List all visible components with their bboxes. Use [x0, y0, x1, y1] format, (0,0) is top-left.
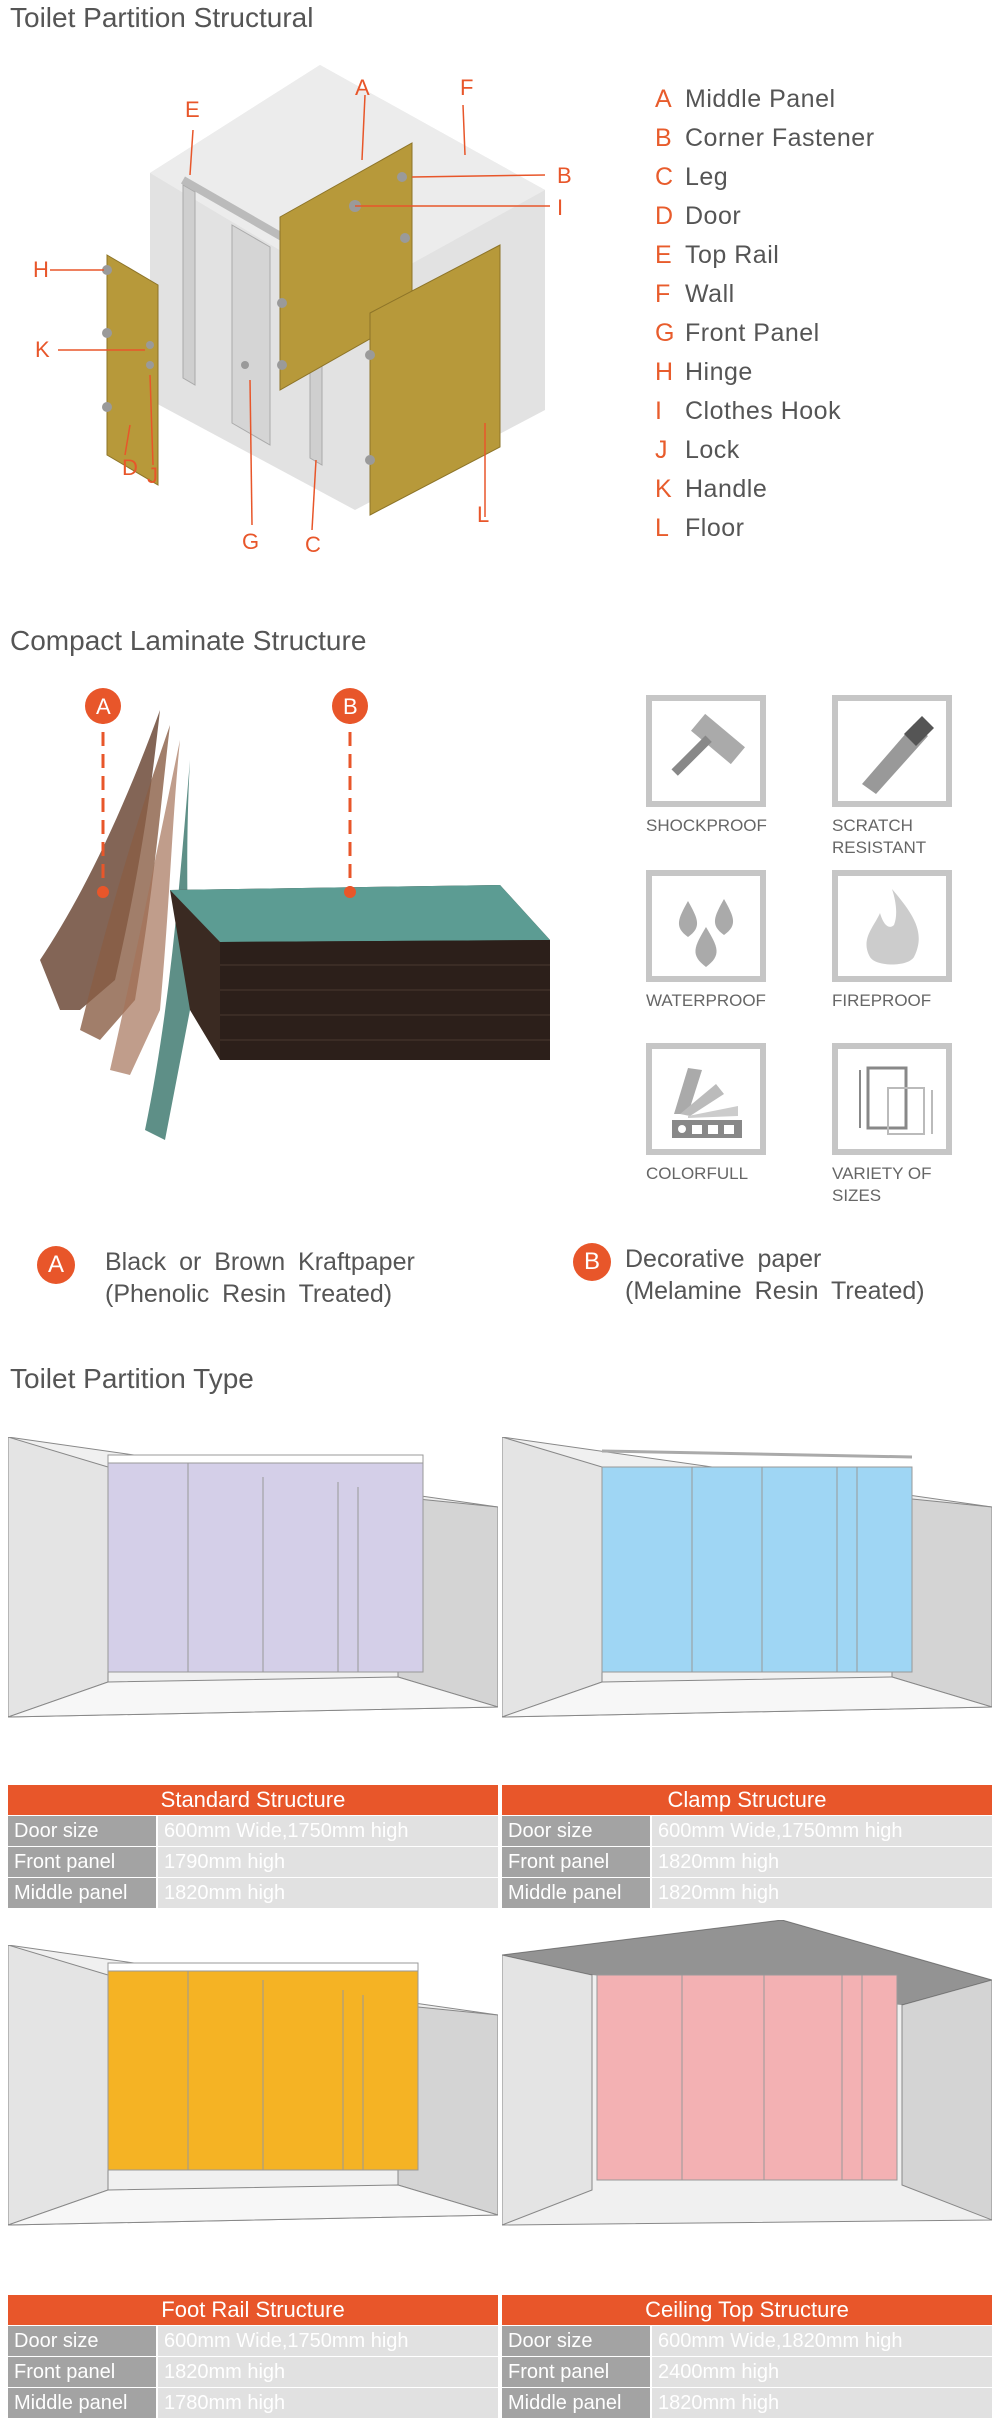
partition-structural-diagram: A B C D E F G H I J K L: [33, 65, 572, 557]
feature-shockproof: SHOCKPROOF: [646, 695, 816, 837]
feature-grid: SHOCKPROOF SCRATCH RESISTANT WATERPROOF …: [640, 695, 980, 1215]
callout-E: E: [185, 97, 200, 122]
legend-a: A Black or Brown Kraftpaper (Phenolic Re…: [37, 1246, 415, 1310]
legend-b-line1: Decorative paper: [625, 1245, 822, 1273]
flame-icon: [866, 889, 919, 965]
feature-colorfull: COLORFULL: [646, 1043, 816, 1185]
size-frame-icon: [859, 1066, 933, 1135]
legend-b: B Decorative paper (Melamine Resin Treat…: [573, 1243, 925, 1307]
callout-B: B: [557, 163, 572, 188]
feature-waterproof: WATERPROOF: [646, 870, 816, 1012]
callout-H: H: [33, 257, 49, 282]
section-title-type: Toilet Partition Type: [10, 1363, 254, 1394]
legend-a-line1: Black or Brown Kraftpaper: [105, 1248, 415, 1276]
blade-icon: [862, 716, 934, 794]
table-title: Foot Rail Structure: [8, 2295, 498, 2325]
callout-I: I: [557, 195, 563, 220]
laminate-structure-diagram: A B: [40, 688, 550, 1140]
callout-D: D: [122, 455, 138, 480]
callout-K: K: [35, 337, 50, 362]
door-panel: [106, 254, 159, 486]
callout-A: A: [355, 75, 370, 100]
side-panel: [369, 244, 501, 516]
badge-a-top: A: [96, 694, 111, 719]
water-drops-icon: [678, 899, 734, 967]
ceiling-top-structure-illustration: [502, 1920, 992, 2226]
callout-C: C: [305, 532, 321, 557]
legend-a-line2: (Phenolic Resin Treated): [105, 1280, 393, 1308]
legend-b-line2: (Melamine Resin Treated): [625, 1277, 925, 1305]
table-title: Standard Structure: [8, 1785, 498, 1815]
top-rail: [181, 176, 298, 249]
callout-J: J: [147, 463, 158, 488]
clamp-structure-illustration: [502, 1437, 992, 1718]
callout-F: F: [460, 75, 473, 100]
hammer-icon: [671, 713, 745, 776]
section-title-structural: Toilet Partition Structural: [10, 2, 314, 33]
feature-fireproof: FIREPROOF: [832, 870, 1000, 1012]
badge-b-top: B: [343, 694, 358, 719]
feature-variety-of-sizes: VARIETY OF SIZES: [832, 1043, 1000, 1207]
table-title: Ceiling Top Structure: [502, 2295, 992, 2325]
section-title-laminate: Compact Laminate Structure: [10, 625, 367, 656]
standard-structure-illustration: [8, 1437, 498, 1718]
legend-b-badge: B: [573, 1243, 611, 1281]
foot-rail-structure-illustration: [8, 1945, 498, 2226]
color-swatch-icon: [672, 1068, 742, 1138]
feature-scratch-resistant: SCRATCH RESISTANT: [832, 695, 1000, 859]
table-title: Clamp Structure: [502, 1785, 992, 1815]
callout-L: L: [477, 502, 489, 527]
callout-G: G: [242, 529, 259, 554]
list-item: I Clothes Hook: [655, 397, 842, 425]
legend-a-badge: A: [37, 1246, 75, 1284]
